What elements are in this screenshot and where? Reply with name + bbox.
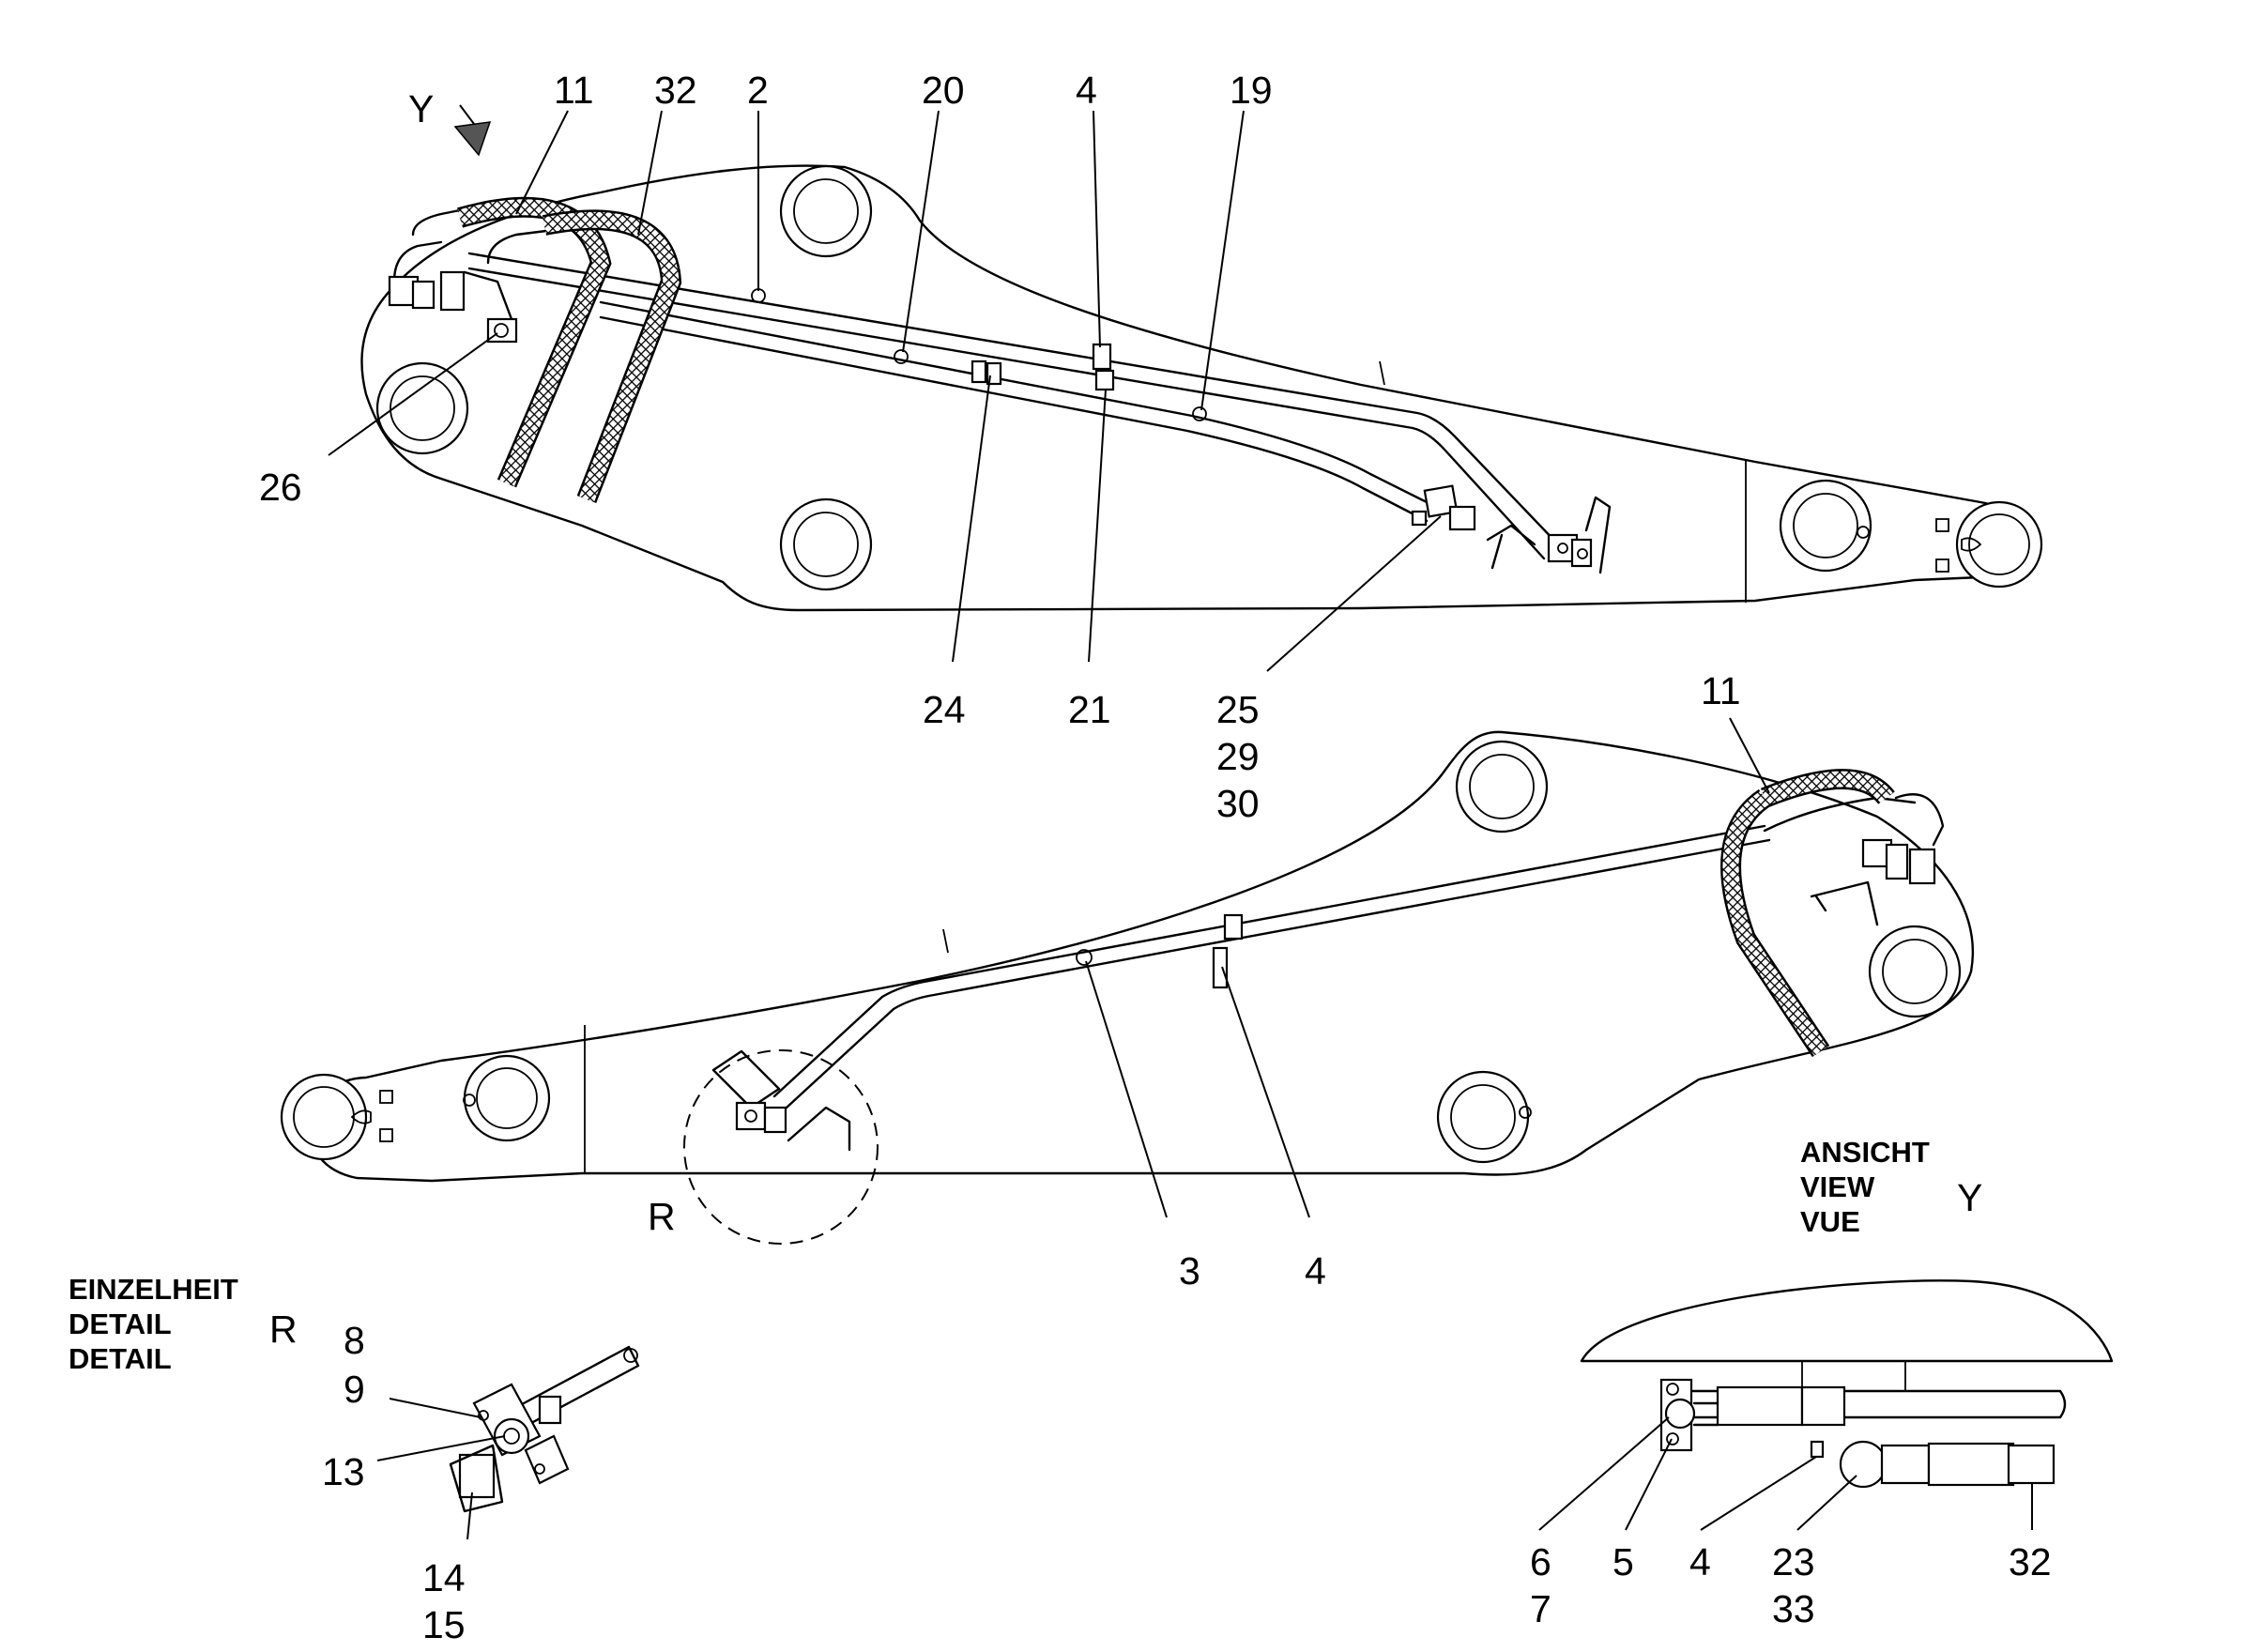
callout-bottom-4: 4 [1305, 1249, 1326, 1293]
detail-r-circle [683, 1049, 879, 1245]
callouts-top: Y 11 32 2 20 4 19 26 24 21 25 29 30 [259, 69, 1273, 825]
detail-caption-line-3: DETAIL [69, 1342, 172, 1375]
callout-top-32: 32 [654, 69, 697, 112]
boom-bottom-steel-tube [772, 824, 1771, 1109]
callout-top-29: 29 [1216, 735, 1260, 778]
callout-detail-8: 8 [344, 1319, 365, 1362]
view-y-arrow [453, 104, 492, 157]
callout-top-20: 20 [922, 69, 965, 112]
callout-detail-9: 9 [344, 1368, 365, 1411]
detail-caption-letter: R [269, 1308, 298, 1351]
view-caption-line-3: VUE [1800, 1205, 1860, 1238]
boom-top-view [360, 164, 2043, 612]
boom-bottom-hose [1720, 769, 1895, 1058]
boom-bottom-pin-bosses [280, 740, 1962, 1164]
callouts-bottom: 11 3 4 R [648, 669, 1741, 1293]
callout-bottom-3: 3 [1179, 1249, 1200, 1293]
callout-top-24: 24 [923, 688, 966, 731]
view-y-caption: ANSICHT VIEW VUE Y [1800, 1136, 1982, 1238]
view-caption-line-2: VIEW [1800, 1170, 1875, 1203]
boom-bottom-tip-fittings [1763, 793, 1945, 926]
callout-view-23: 23 [1772, 1540, 1815, 1583]
detail-caption-line-1: EINZELHEIT [69, 1273, 238, 1306]
boom-top-foot-fittings [388, 206, 556, 344]
view-caption-line-1: ANSICHT [1800, 1136, 1930, 1169]
detail-letter: R [648, 1195, 676, 1238]
detail-r-caption: EINZELHEIT DETAIL DETAIL R [69, 1273, 298, 1375]
callout-view-7: 7 [1530, 1587, 1551, 1630]
view-y-drawing [1580, 1279, 2114, 1489]
view-letter-top: Y [408, 87, 434, 130]
callout-top-11: 11 [554, 69, 594, 112]
callout-top-25: 25 [1216, 688, 1260, 731]
boom-top-steel-tubes [467, 252, 1560, 560]
callout-view-32: 32 [2009, 1540, 2052, 1583]
leader-lines [328, 110, 2033, 1540]
boom-top-outline [360, 164, 2027, 612]
callout-view-6: 6 [1530, 1540, 1551, 1583]
callout-detail-15: 15 [422, 1603, 466, 1646]
callouts-view: 6 7 5 4 23 33 32 [1530, 1540, 2052, 1630]
callout-top-26: 26 [259, 466, 302, 509]
callout-view-4: 4 [1689, 1540, 1711, 1583]
callout-top-19: 19 [1230, 69, 1273, 112]
callout-top-2: 2 [747, 69, 769, 112]
boom-bottom-outline [309, 730, 1975, 1183]
callout-view-5: 5 [1612, 1540, 1634, 1583]
boom-top-tip-fittings [1411, 484, 1612, 574]
callout-top-30: 30 [1216, 782, 1260, 825]
callout-bottom-11: 11 [1701, 669, 1741, 712]
callout-detail-13: 13 [322, 1450, 365, 1493]
callout-detail-14: 14 [422, 1556, 466, 1599]
callout-top-21: 21 [1068, 688, 1111, 731]
detail-r-drawing [449, 1345, 640, 1513]
boom-top-clamps [971, 343, 1115, 391]
view-caption-letter: Y [1957, 1176, 1982, 1219]
callout-view-33: 33 [1772, 1587, 1815, 1630]
boom-bottom-view [280, 730, 1975, 1245]
boom-top-hoses [456, 196, 682, 503]
callouts-detail: 8 9 13 14 15 [322, 1319, 466, 1646]
boom-bottom-foot-fittings [711, 1049, 851, 1152]
detail-caption-line-2: DETAIL [69, 1308, 172, 1340]
callout-top-4: 4 [1076, 69, 1097, 112]
boom-top-pin-bosses [375, 164, 2043, 591]
